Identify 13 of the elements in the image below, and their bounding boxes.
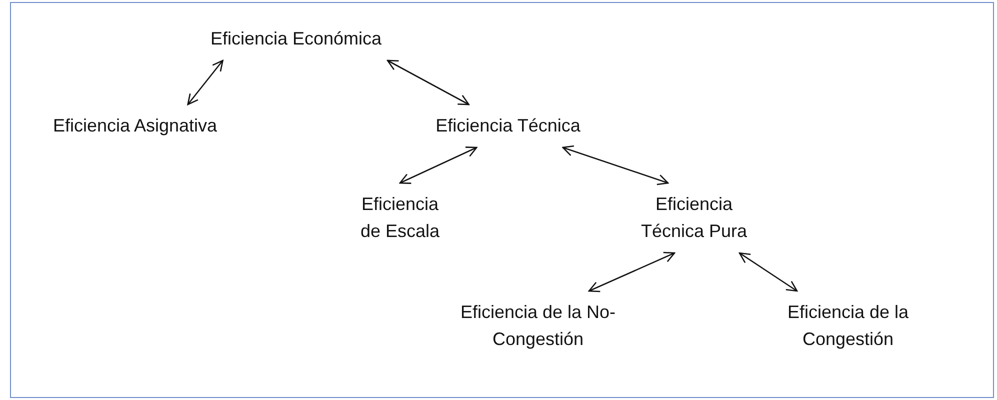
double-arrow bbox=[588, 252, 676, 292]
node-label: Eficiencia Económica bbox=[210, 28, 382, 48]
node-label: Eficiencia Técnica Pura bbox=[640, 194, 748, 241]
node-label: Eficiencia de Escala bbox=[360, 194, 440, 241]
node-label: Eficiencia Técnica bbox=[436, 116, 580, 136]
double-arrow bbox=[738, 252, 798, 292]
node-label: Eficiencia de la No-Congestión bbox=[460, 302, 616, 349]
node-label: Eficiencia Asignativa bbox=[52, 116, 218, 136]
double-arrow bbox=[399, 146, 478, 184]
node-label: Eficiencia de la Congestión bbox=[787, 302, 909, 349]
double-arrow bbox=[562, 145, 669, 186]
double-arrow bbox=[187, 60, 224, 106]
double-arrow bbox=[386, 60, 470, 106]
